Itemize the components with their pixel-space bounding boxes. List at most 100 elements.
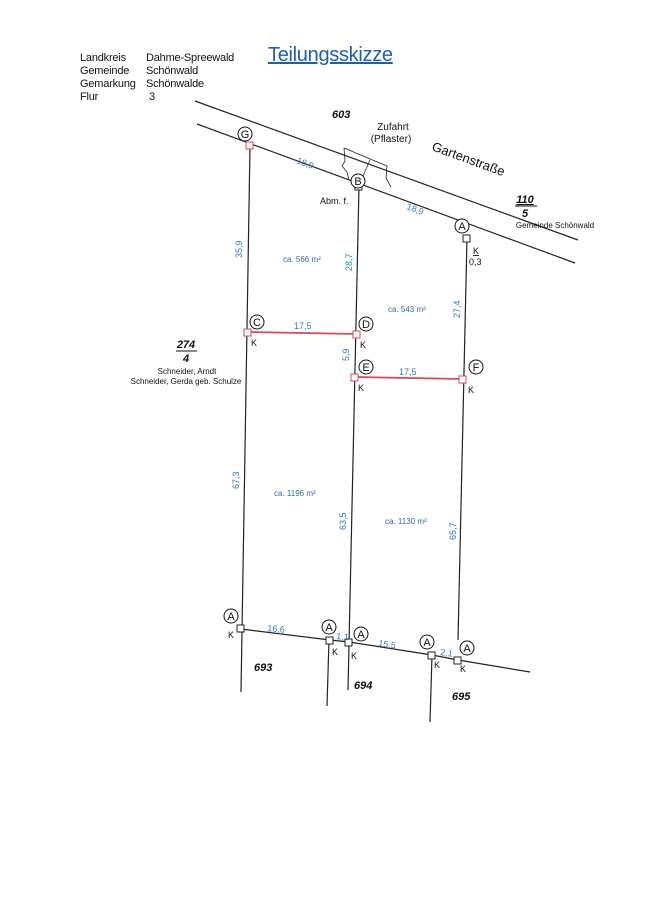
header-label-landkreis: Landkreis [80,52,126,64]
measure-south-3: 15,5 [378,638,397,650]
parcel-274-owner-2: Schneider, Gerda geb. Schulze [131,377,242,386]
page-title: Teilungsskizze [268,44,393,66]
area-label-north-east: ca. 543 m² [388,305,426,314]
marker-e [350,373,359,382]
point-label-f: F [468,359,484,375]
measure-a-f: 27,4 [452,300,462,318]
measure-g-b: 18,9 [295,155,315,170]
parcel-274-owner-1: Schneider, Arndt [158,367,217,376]
k-mark-a-s3: K [434,660,440,670]
svg-text:C: C [253,317,261,329]
svg-text:A: A [458,221,466,233]
k-mark-f: K [468,385,474,395]
k-mark-a-north: K [473,246,479,256]
point-label-a-s4: A [459,640,475,656]
header-label-gemarkung: Gemarkung [80,78,136,90]
area-label-south-east: ca. 1130 m² [385,517,427,526]
point-label-c: C [249,314,265,330]
header-label-flur: Flur [80,91,99,103]
marker-a-s3 [427,651,436,660]
parcel-110-owner: Gemeinde Schönwald [516,221,594,230]
marker-d [352,330,361,339]
measure-c-south: 67,3 [231,471,241,489]
point-label-a-sw: A [223,608,239,624]
parcel-694: 694 [354,680,372,692]
header-values: Dahme-Spreewald Schönwald Schönwalde 3 [146,52,234,104]
k-mark-a-s4: K [460,664,466,674]
marker-a-north [462,234,471,243]
header-labels: Landkreis Gemeinde Gemarkung Flur [80,52,136,104]
area-label-south-west: ca. 1196 m² [274,489,316,498]
measure-e-f: 17,5 [399,367,417,377]
street-edge-south [196,123,576,264]
header-value-landkreis: Dahme-Spreewald [146,52,235,64]
access-top-mark [343,147,388,167]
marker-a-sw [236,624,245,633]
measure-south-2: 1,1 [336,631,349,642]
measure-f-south: 65,7 [448,522,458,540]
measure-d-e: 5,9 [341,348,351,361]
svg-text:F: F [473,362,480,374]
boundary-693-694 [326,639,330,707]
point-label-g: G [237,126,253,142]
parcel-695: 695 [452,691,471,703]
point-label-d: D [358,316,374,332]
access-arrow [362,159,371,177]
k-mark-a-sw: K [228,630,234,640]
marker-a-s4 [453,656,462,665]
point-label-e: E [358,359,374,375]
point-label-a-s1: A [321,619,337,635]
abm-label: Abm. f. [320,196,349,206]
svg-text:A: A [423,637,431,649]
division-line-e-f [354,376,464,380]
point-label-b: B [350,173,366,189]
marker-g [245,141,254,150]
k-mark-e: K [358,383,364,393]
svg-text:A: A [463,643,471,655]
header-value-gemarkung: Schönwalde [146,78,204,90]
parcel-603: 603 [332,109,350,121]
point-label-a-north: A [454,218,470,234]
boundary-east [457,237,468,641]
parcel-274-number: 274 [176,339,195,351]
header-value-gemeinde: Schönwald [146,65,199,77]
measure-c-d: 17,5 [294,321,312,331]
k-offset: 0,3 [469,257,482,267]
boundary-694-695 [429,654,433,723]
svg-text:A: A [325,622,333,634]
k-mark-a-s1: K [332,647,338,657]
k-mark-a-s2: K [351,651,357,661]
svg-text:A: A [357,629,365,641]
svg-text:G: G [241,129,250,141]
measure-b-d: 28,7 [344,253,354,271]
marker-c [243,328,252,337]
marker-f [458,375,467,384]
measure-g-c: 35,9 [234,240,244,258]
measure-e-south: 63,5 [338,512,348,530]
access-sublabel: (Pflaster) [371,134,412,145]
access-label: Zufahrt [377,122,409,133]
k-mark-d: K [360,340,366,350]
parcel-110-denominator: 5 [522,208,529,220]
parcel-693: 693 [254,662,272,674]
measure-south-1: 16,6 [267,623,285,635]
header-value-flur: 3 [149,91,155,103]
boundary-south [240,628,531,673]
boundary-west [240,145,251,693]
measure-b-a: 18,9 [405,201,425,216]
k-mark-c: K [251,338,257,348]
boundary-middle [347,185,360,691]
access-right-mark [385,165,392,188]
area-label-north-west: ca. 566 m² [283,255,321,264]
parcel-110-number: 110 [516,194,534,206]
point-label-a-s3: A [419,634,435,650]
street-name: Gartenstraße [430,139,507,179]
header-label-gemeinde: Gemeinde [80,65,130,77]
parcel-274-denominator: 4 [182,353,189,365]
division-line-c-d [247,331,358,335]
access-left-mark [341,147,350,181]
point-label-a-s2: A [353,626,369,642]
svg-text:A: A [227,611,235,623]
svg-text:E: E [362,362,369,374]
